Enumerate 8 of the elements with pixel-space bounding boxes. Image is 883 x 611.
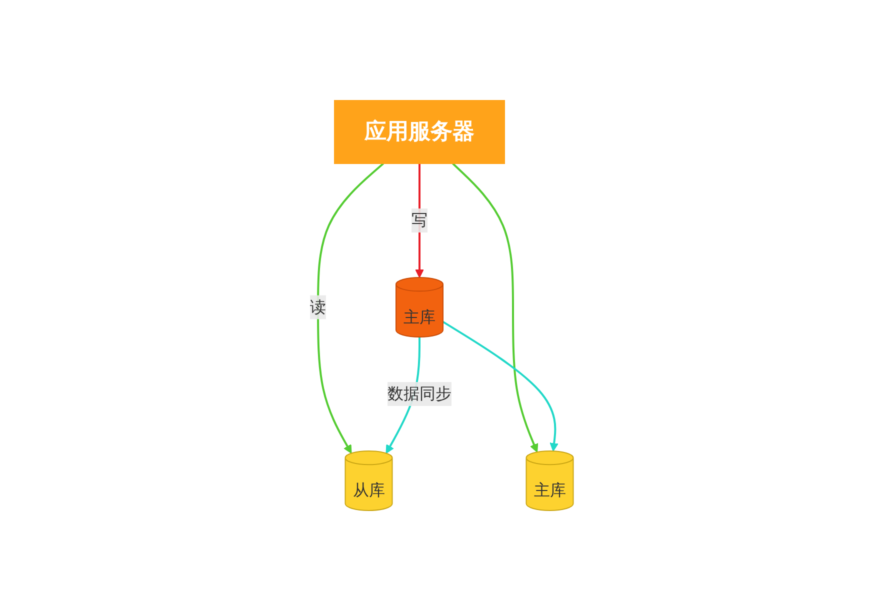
edge-label: 数据同步 (387, 384, 452, 403)
arrow (414, 164, 424, 278)
edge-label: 读 (310, 297, 326, 316)
node-box: 应用服务器 (334, 100, 505, 164)
arrow (316, 162, 384, 454)
arrow (442, 320, 558, 452)
arrow (452, 162, 538, 452)
edge-label: 写 (411, 210, 428, 230)
